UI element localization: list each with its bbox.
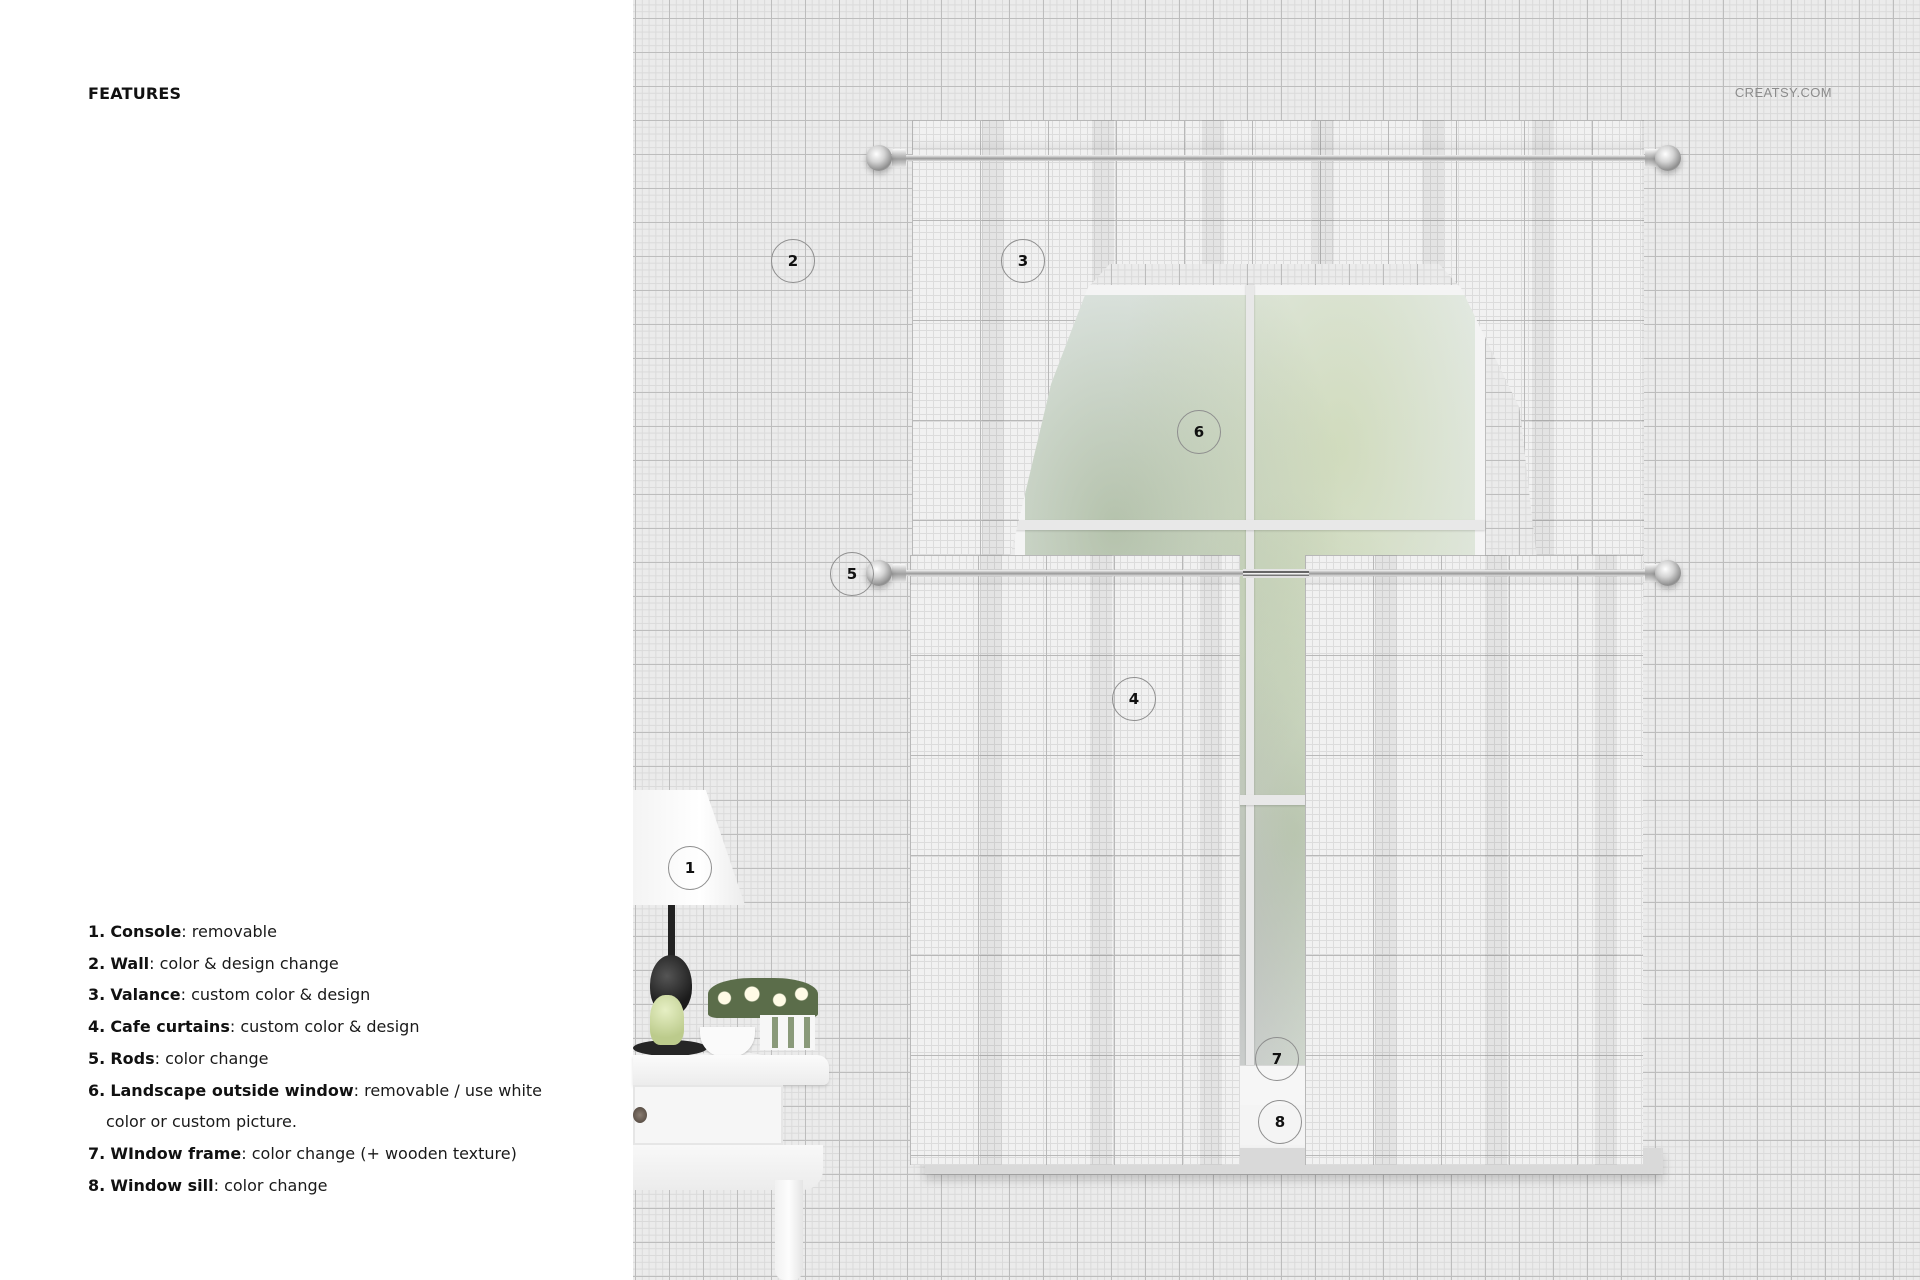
feature-name: Window sill bbox=[110, 1175, 214, 1195]
picket-planter bbox=[760, 1015, 815, 1050]
feature-item-landscape: 6. Landscape outside window: removable /… bbox=[88, 1075, 542, 1138]
feature-item-cafe-curtains: 4. Cafe curtains: custom color & design bbox=[88, 1011, 542, 1043]
callout-rods: 5 bbox=[830, 552, 874, 596]
feature-desc: : custom color & design bbox=[180, 985, 371, 1005]
callout-landscape: 6 bbox=[1177, 410, 1221, 454]
feature-number: 6. bbox=[88, 1080, 106, 1100]
feature-item-console: 1. Console: removable bbox=[88, 916, 542, 948]
feature-desc: : custom color & design bbox=[229, 1017, 420, 1037]
feature-number: 2. bbox=[88, 953, 106, 973]
feature-number: 8. bbox=[88, 1175, 106, 1195]
callout-console: 1 bbox=[668, 846, 712, 890]
console-leg bbox=[775, 1180, 803, 1280]
cafe-rod-exposed bbox=[1243, 569, 1309, 578]
valance-rod-pocket bbox=[912, 120, 1644, 150]
feature-desc: : color change bbox=[213, 1175, 328, 1195]
feature-desc-continued: color or custom picture. bbox=[106, 1112, 297, 1132]
cafe-curtain-right bbox=[1305, 555, 1643, 1165]
feature-number: 7. bbox=[88, 1143, 106, 1163]
callout-window-frame: 7 bbox=[1255, 1037, 1299, 1081]
feature-number: 3. bbox=[88, 985, 106, 1005]
features-list: 1. Console: removable 2. Wall: color & d… bbox=[88, 916, 542, 1201]
info-panel: FEATURES 1. Console: removable 2. Wall: … bbox=[0, 0, 633, 1280]
rod-bracket-icon bbox=[892, 564, 906, 582]
rod-finial-icon bbox=[1655, 145, 1681, 171]
feature-number: 5. bbox=[88, 1048, 106, 1068]
rod-finial-icon bbox=[1655, 560, 1681, 586]
feature-name: Valance bbox=[110, 985, 181, 1005]
valance-rod bbox=[880, 155, 1670, 161]
callout-window-sill: 8 bbox=[1258, 1100, 1302, 1144]
drawer-knob-icon bbox=[633, 1107, 647, 1123]
console-drawer bbox=[633, 1085, 783, 1145]
window-mullion-vertical bbox=[1246, 285, 1254, 1075]
feature-item-window-frame: 7. WIndow frame: color change (+ wooden … bbox=[88, 1138, 542, 1170]
cherub-figurine bbox=[650, 995, 684, 1045]
console-table-top bbox=[633, 1055, 829, 1085]
callout-valance: 3 bbox=[1001, 239, 1045, 283]
cafe-curtain-rod-pocket bbox=[910, 555, 1240, 585]
feature-number: 1. bbox=[88, 922, 106, 941]
watermark: CREATSY.COM bbox=[1734, 85, 1832, 100]
rod-bracket-icon bbox=[892, 149, 906, 167]
feature-desc: : color change bbox=[154, 1048, 269, 1068]
feature-name: Cafe curtains bbox=[110, 1017, 230, 1037]
lamp-plate bbox=[633, 1040, 707, 1056]
feature-name: WIndow frame bbox=[110, 1143, 242, 1163]
feature-name: Console bbox=[110, 922, 182, 941]
feature-name: Wall bbox=[110, 953, 150, 973]
window-mullion-horizontal bbox=[1015, 520, 1485, 530]
feature-desc: : color & design change bbox=[149, 953, 339, 973]
feature-desc: : color change (+ wooden texture) bbox=[241, 1143, 517, 1163]
callout-cafe-curtains: 4 bbox=[1112, 677, 1156, 721]
window-mullion-horizontal bbox=[1015, 795, 1485, 805]
feature-item-wall: 2. Wall: color & design change bbox=[88, 948, 542, 980]
feature-desc: : removable / use white bbox=[353, 1080, 543, 1100]
feature-desc: : removable bbox=[181, 922, 277, 941]
feature-item-rods: 5. Rods: color change bbox=[88, 1043, 542, 1075]
feature-item-window-sill: 8. Window sill: color change bbox=[88, 1170, 542, 1202]
cafe-curtain-left bbox=[910, 555, 1240, 1165]
features-title: FEATURES bbox=[88, 84, 182, 103]
cafe-curtain-rod-pocket bbox=[1305, 555, 1643, 585]
rod-finial-icon bbox=[866, 145, 892, 171]
feature-number: 4. bbox=[88, 1017, 106, 1037]
flower-arrangement bbox=[708, 978, 818, 1018]
callout-wall: 2 bbox=[771, 239, 815, 283]
lamp-stem bbox=[668, 905, 675, 960]
feature-item-valance: 3. Valance: custom color & design bbox=[88, 979, 542, 1011]
feature-name: Landscape outside window bbox=[110, 1080, 354, 1100]
feature-name: Rods bbox=[110, 1048, 155, 1068]
